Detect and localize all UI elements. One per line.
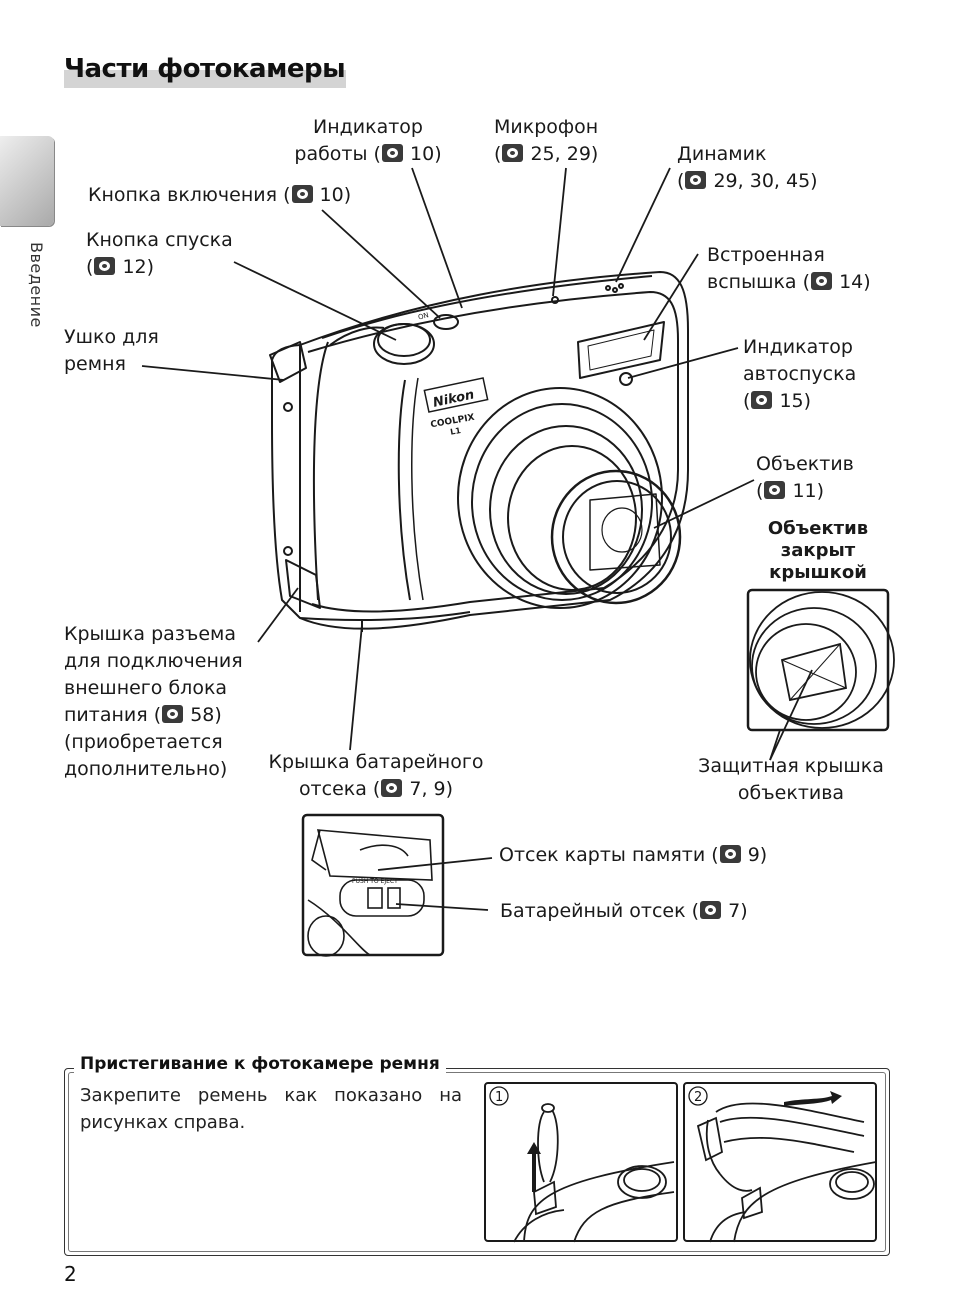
slot-eject-mark: PUSH TO EJECT: [352, 878, 398, 885]
label-speaker: Динамик ( 29, 30, 45): [677, 143, 818, 192]
label-lens-closed: Объектив закрыт крышкой: [767, 518, 869, 583]
section-tab: [0, 136, 54, 226]
label-power-button: Кнопка включения ( 10): [88, 184, 352, 206]
strap-box-inner: [68, 1072, 886, 1252]
reference-icon: [751, 391, 773, 409]
reference-icon: [94, 257, 116, 275]
camera-illustration: Nikon COOLPIX L1 ON PUS: [141, 167, 895, 957]
reference-icon: [719, 845, 741, 863]
page-title: Части фотокамеры: [64, 54, 346, 84]
camera-model-sub: L1: [450, 426, 462, 437]
reference-icon: [764, 481, 786, 499]
strap-text: Закрепите ремень как показано на рисунка…: [80, 1085, 462, 1133]
label-battery-cover: Крышка батарейного отсека ( 7, 9): [268, 751, 484, 800]
reference-icon: [502, 144, 524, 162]
label-flash: Встроенная вспышка ( 14): [707, 244, 871, 293]
label-power-connector: Крышка разъема для подключения внешнего …: [64, 623, 243, 780]
on-button-mark: ON: [417, 311, 429, 321]
label-microphone: Микрофон ( 25, 29): [494, 116, 599, 165]
label-strap-eyelet: Ушко для ремня: [64, 326, 159, 375]
label-lens-cover: Защитная крышка объектива: [698, 755, 884, 804]
strap-illustrations: 1 2: [484, 1082, 877, 1243]
label-self-timer: Индикатор автоспуска ( 15): [743, 336, 857, 412]
label-power-indicator: Индикатор работы ( 10): [294, 116, 442, 165]
reference-icon: [291, 185, 313, 203]
reference-icon: [811, 272, 833, 290]
label-memory-slot: Отсек карты памяти ( 9): [499, 844, 768, 866]
reference-icon: [162, 705, 184, 723]
label-shutter-button: Кнопка спуска ( 12): [86, 229, 233, 278]
reference-icon: [700, 901, 722, 919]
reference-icon: [381, 779, 403, 797]
reference-icon: [685, 171, 707, 189]
strap-title: Пристегивание к фотокамере ремня: [74, 1054, 446, 1074]
reference-icon: [381, 144, 403, 162]
page-number: 2: [64, 1262, 77, 1286]
strap-step-2: 2: [694, 1090, 702, 1105]
strap-step-1: 1: [495, 1090, 503, 1105]
label-lens: Объектив ( 11): [756, 453, 854, 502]
label-battery-chamber: Батарейный отсек ( 7): [500, 900, 748, 922]
section-tab-label: Введение: [27, 242, 46, 328]
strap-box: [64, 1068, 890, 1256]
